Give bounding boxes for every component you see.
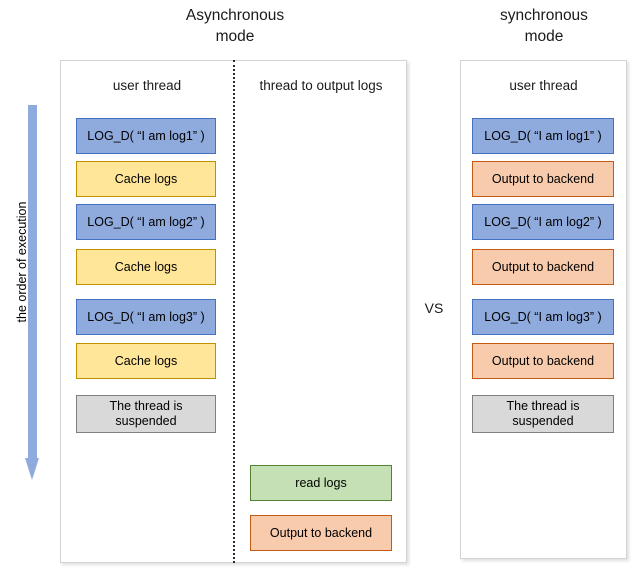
order-of-execution-arrow: [25, 105, 39, 485]
step-box[interactable]: Output to backend: [472, 249, 614, 285]
column-header-output-log-thread: thread to output logs: [259, 78, 383, 93]
step-box[interactable]: Cache logs: [76, 343, 216, 379]
step-box[interactable]: LOG_D( “I am log2” ): [472, 204, 614, 240]
step-box[interactable]: LOG_D( “I am log3” ): [76, 299, 216, 335]
step-box[interactable]: Output to backend: [250, 515, 392, 551]
step-box[interactable]: Cache logs: [76, 161, 216, 197]
step-box[interactable]: LOG_D( “I am log1” ): [472, 118, 614, 154]
step-box[interactable]: The thread is suspended: [76, 395, 216, 433]
arrow-head-down-icon: [25, 458, 39, 480]
column-header-user-thread-async: user thread: [112, 78, 182, 93]
order-of-execution-label: the order of execution: [15, 201, 29, 323]
step-box[interactable]: Output to backend: [472, 343, 614, 379]
step-box[interactable]: The thread is suspended: [472, 395, 614, 433]
step-box[interactable]: read logs: [250, 465, 392, 501]
step-box[interactable]: LOG_D( “I am log3” ): [472, 299, 614, 335]
column-header-user-thread-sync: user thread: [509, 78, 578, 93]
step-box[interactable]: LOG_D( “I am log2” ): [76, 204, 216, 240]
vs-label: VS: [424, 300, 444, 316]
sync-mode-title: synchronous mode: [500, 7, 588, 45]
async-mode-title: Asynchronous mode: [185, 7, 285, 45]
arrow-shaft: [28, 105, 37, 460]
step-box[interactable]: Output to backend: [472, 161, 614, 197]
thread-divider: [233, 60, 235, 563]
step-box[interactable]: Cache logs: [76, 249, 216, 285]
step-box[interactable]: LOG_D( “I am log1” ): [76, 118, 216, 154]
